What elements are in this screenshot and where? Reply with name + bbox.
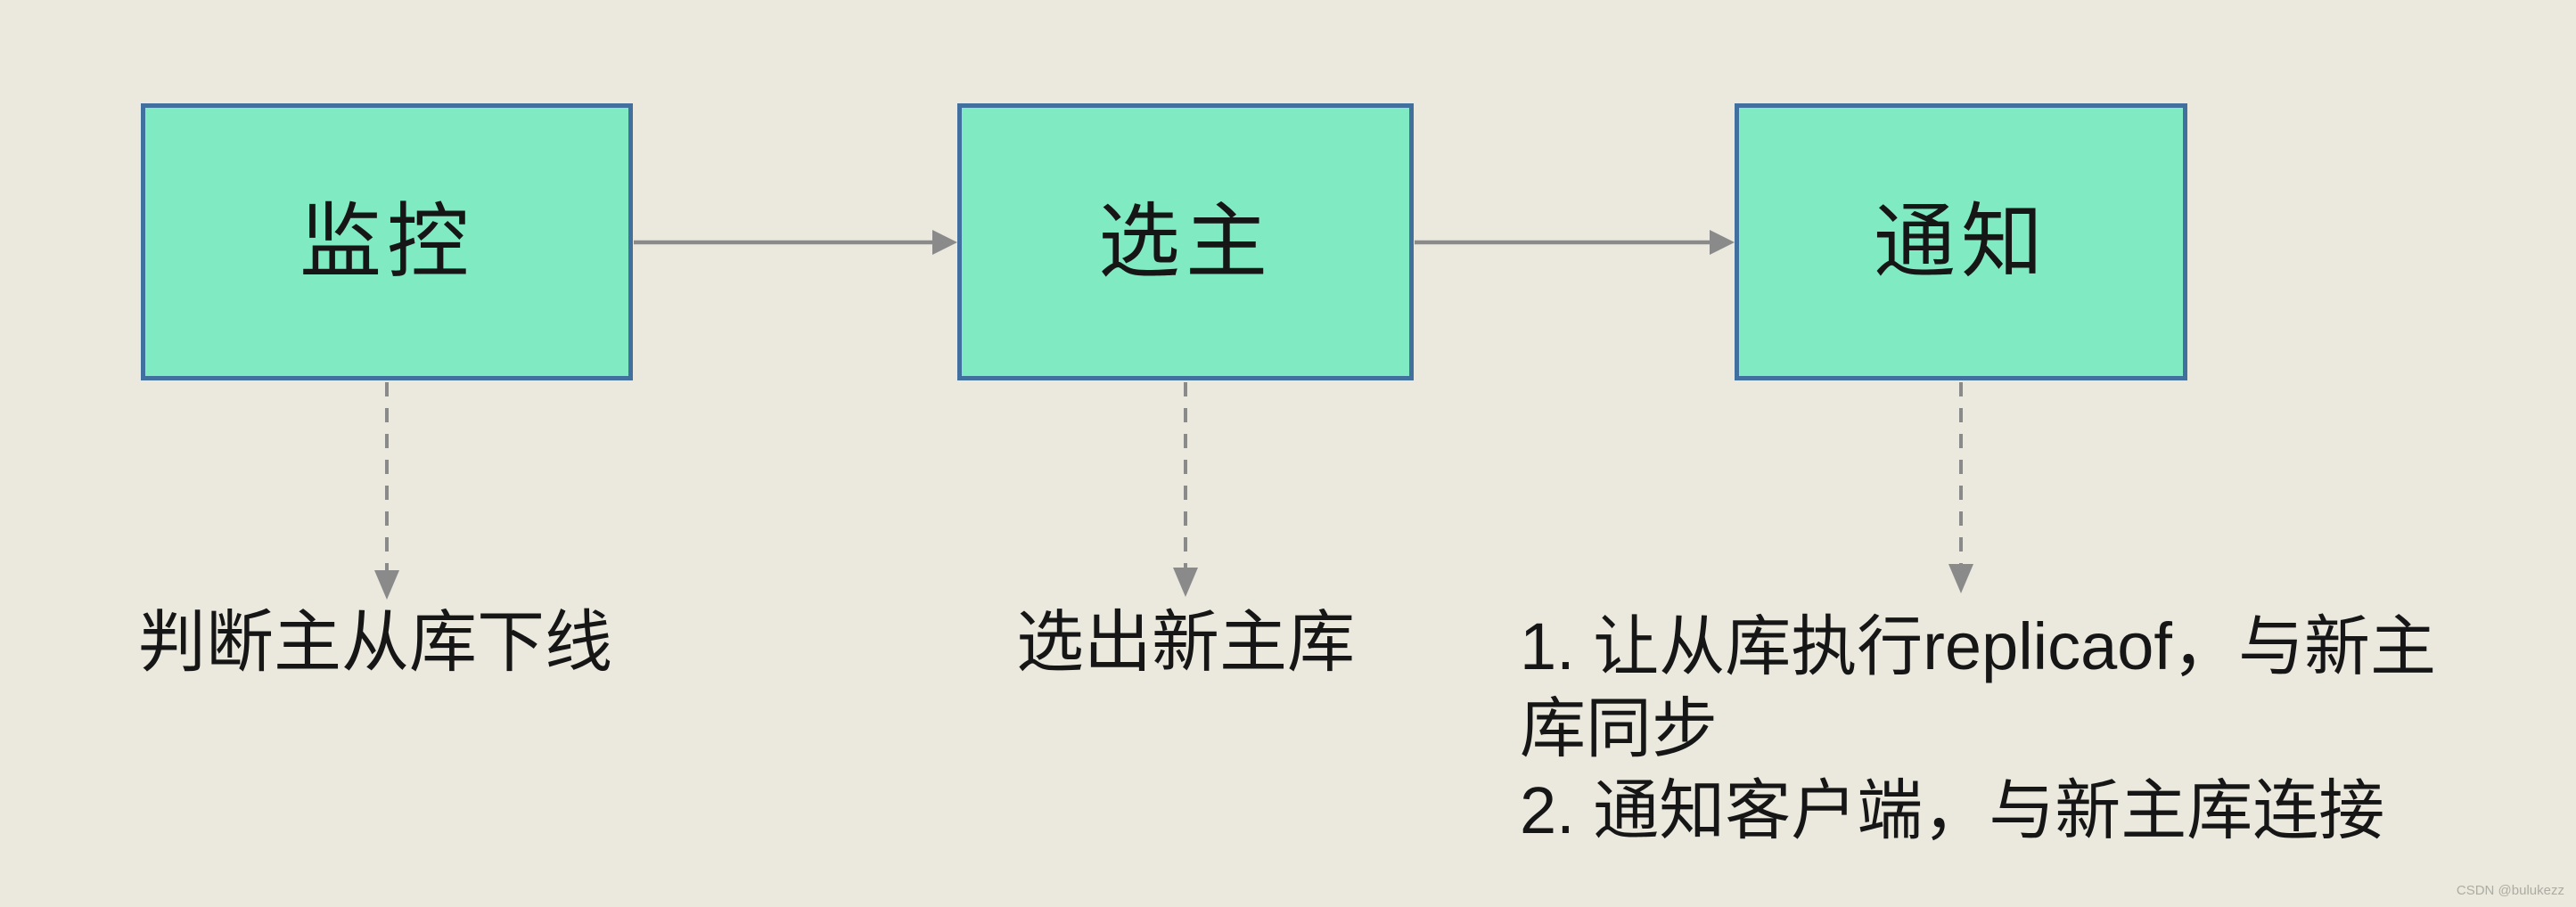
node-notify: 通知 [1735, 103, 2187, 380]
dashed-arrow-monitor-annotation [374, 382, 399, 600]
node-elect-leader-label: 选主 [1097, 196, 1273, 288]
dashed-arrow-elect-annotation [1173, 382, 1198, 597]
arrow-monitor-to-elect [634, 230, 957, 255]
node-notify-label: 通知 [1873, 196, 2048, 288]
annotation-notify-line-3: 2. 通知客户端，与新主库连接 [1520, 773, 2385, 847]
arrow-elect-to-notify [1415, 230, 1735, 255]
annotation-elect: 选出新主库 [1016, 605, 1355, 681]
node-monitor-label: 监控 [299, 196, 474, 288]
annotation-monitor: 判断主从库下线 [138, 605, 612, 681]
annotation-notify-line-2: 库同步 [1520, 691, 1718, 765]
annotation-notify-line-1: 1. 让从库执行replicaof，与新主 [1520, 609, 2436, 683]
annotation-notify: 1. 让从库执行replicaof，与新主 库同步 2. 通知客户端，与新主库连… [1520, 606, 2436, 852]
dashed-arrow-notify-annotation [1948, 382, 1973, 593]
node-monitor: 监控 [141, 103, 633, 380]
node-elect-leader: 选主 [957, 103, 1414, 380]
watermark: CSDN @bulukezz [2456, 883, 2564, 898]
